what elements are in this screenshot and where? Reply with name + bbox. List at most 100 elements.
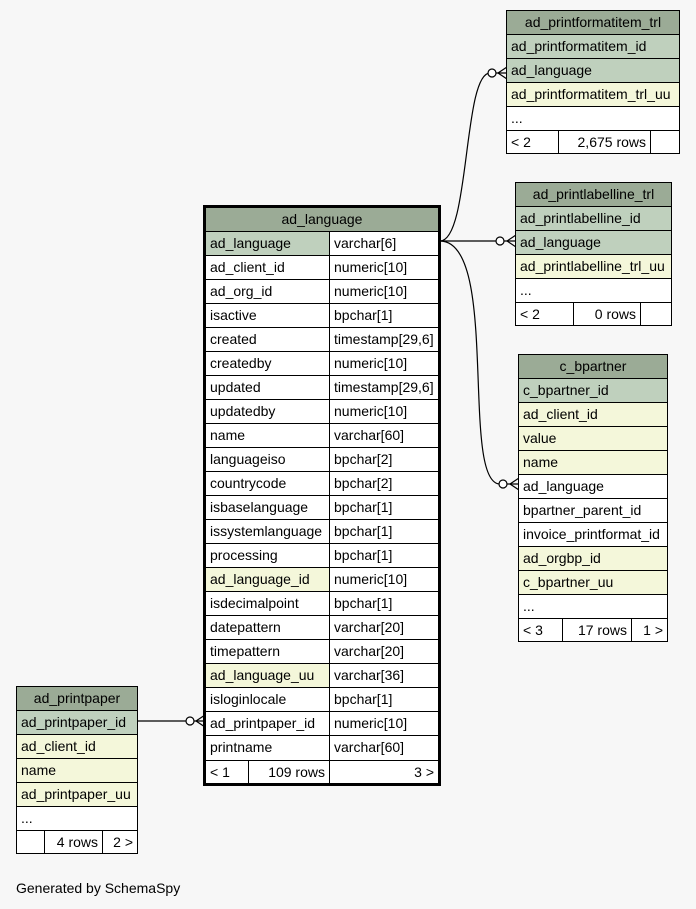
column-type: numeric[10]: [334, 571, 408, 587]
table-footer: < 1 109 rows 3 >: [206, 760, 438, 783]
column-name: ad_language_id: [206, 568, 330, 591]
table-title: ad_printformatitem_trl: [507, 11, 679, 35]
column-row: ad_client_id: [17, 735, 137, 759]
column-row: name: [17, 759, 137, 783]
column-type: bpchar[1]: [334, 523, 393, 539]
column-name: ad_client_id: [21, 738, 96, 754]
column-name: ad_orgbp_id: [523, 550, 601, 566]
column-name: timepattern: [206, 640, 330, 663]
table-c-bpartner[interactable]: c_bpartner c_bpartner_id ad_client_id va…: [518, 354, 668, 642]
column-row: ad_orgbp_id: [519, 547, 667, 571]
footer-children: 2 >: [113, 834, 133, 850]
column-name: processing: [206, 544, 330, 567]
footer-children: 1 >: [643, 622, 663, 638]
footer-children: 3 >: [414, 764, 434, 780]
column-row: ...: [519, 595, 667, 619]
column-name: ad_client_id: [206, 256, 330, 279]
column-row: ad_client_id: [519, 403, 667, 427]
footer-rows: 109 rows: [249, 761, 330, 783]
table-footer: < 2 0 rows: [516, 303, 671, 325]
column-type: varchar[20]: [334, 619, 405, 635]
footer-parents: < 1: [206, 761, 249, 783]
column-name: bpartner_parent_id: [523, 502, 642, 518]
column-name: ad_printpaper_id: [21, 714, 127, 730]
column-name: ad_language: [520, 234, 601, 250]
column-row: ad_language: [507, 59, 679, 83]
column-name: countrycode: [206, 472, 330, 495]
column-name: ad_client_id: [523, 406, 598, 422]
column-name: updated: [206, 376, 330, 399]
column-name: ad_language: [523, 478, 604, 494]
column-type: bpchar[2]: [334, 475, 393, 491]
column-type: numeric[10]: [334, 403, 408, 419]
footer-children: [651, 131, 679, 153]
table-title: ad_printlabelline_trl: [516, 183, 671, 207]
footer-rows: 2,675 rows: [559, 131, 651, 153]
column-name: ad_language: [206, 232, 330, 255]
column-row: ad_printformatitem_id: [507, 35, 679, 59]
footer-rows: 4 rows: [45, 831, 103, 853]
table-ad-printformatitem-trl[interactable]: ad_printformatitem_trl ad_printformatite…: [506, 10, 680, 154]
column-row: value: [519, 427, 667, 451]
column-type: bpchar[1]: [334, 307, 393, 323]
table-title: ad_language: [206, 208, 438, 232]
table-footer: < 2 2,675 rows: [507, 131, 679, 153]
table-title: c_bpartner: [519, 355, 667, 379]
column-type: numeric[10]: [334, 355, 408, 371]
column-type: varchar[36]: [334, 667, 405, 683]
footer-parents: [17, 831, 45, 853]
column-type: numeric[10]: [334, 283, 408, 299]
column-name: ad_printformatitem_id: [511, 38, 647, 54]
column-row: ad_language: [519, 475, 667, 499]
column-name: name: [206, 424, 330, 447]
column-row: invoice_printformat_id: [519, 523, 667, 547]
column-name: printname: [206, 736, 330, 760]
column-row: ad_printlabelline_id: [516, 207, 671, 231]
column-name: issystemlanguage: [206, 520, 330, 543]
table-title: ad_printpaper: [17, 687, 137, 711]
column-row: ad_language: [516, 231, 671, 255]
column-name: isloginlocale: [206, 688, 330, 711]
footer-rows: 0 rows: [574, 303, 641, 325]
column-name: ad_printpaper_uu: [21, 786, 131, 802]
column-name: created: [206, 328, 330, 351]
column-row: c_bpartner_uu: [519, 571, 667, 595]
column-name: ...: [523, 598, 535, 614]
column-type: bpchar[1]: [334, 595, 393, 611]
column-type: varchar[6]: [334, 235, 397, 251]
footer-parents: < 3: [519, 619, 563, 641]
column-type: bpchar[1]: [334, 691, 393, 707]
column-name: ad_language: [511, 62, 592, 78]
table-footer: < 3 17 rows 1 >: [519, 619, 667, 641]
table-ad-printlabelline-trl[interactable]: ad_printlabelline_trl ad_printlabelline_…: [515, 182, 672, 326]
column-type: timestamp[29,6]: [334, 331, 434, 347]
column-name: ad_printlabelline_id: [520, 210, 641, 226]
column-name: c_bpartner_id: [523, 382, 609, 398]
table-ad-printpaper[interactable]: ad_printpaper ad_printpaper_id ad_client…: [16, 686, 138, 854]
column-type: varchar[20]: [334, 643, 405, 659]
column-row: c_bpartner_id: [519, 379, 667, 403]
column-name: name: [523, 454, 559, 470]
column-row: ad_printpaper_uu: [17, 783, 137, 807]
column-row: ad_printformatitem_trl_uu: [507, 83, 679, 107]
column-name: isdecimalpoint: [206, 592, 330, 615]
